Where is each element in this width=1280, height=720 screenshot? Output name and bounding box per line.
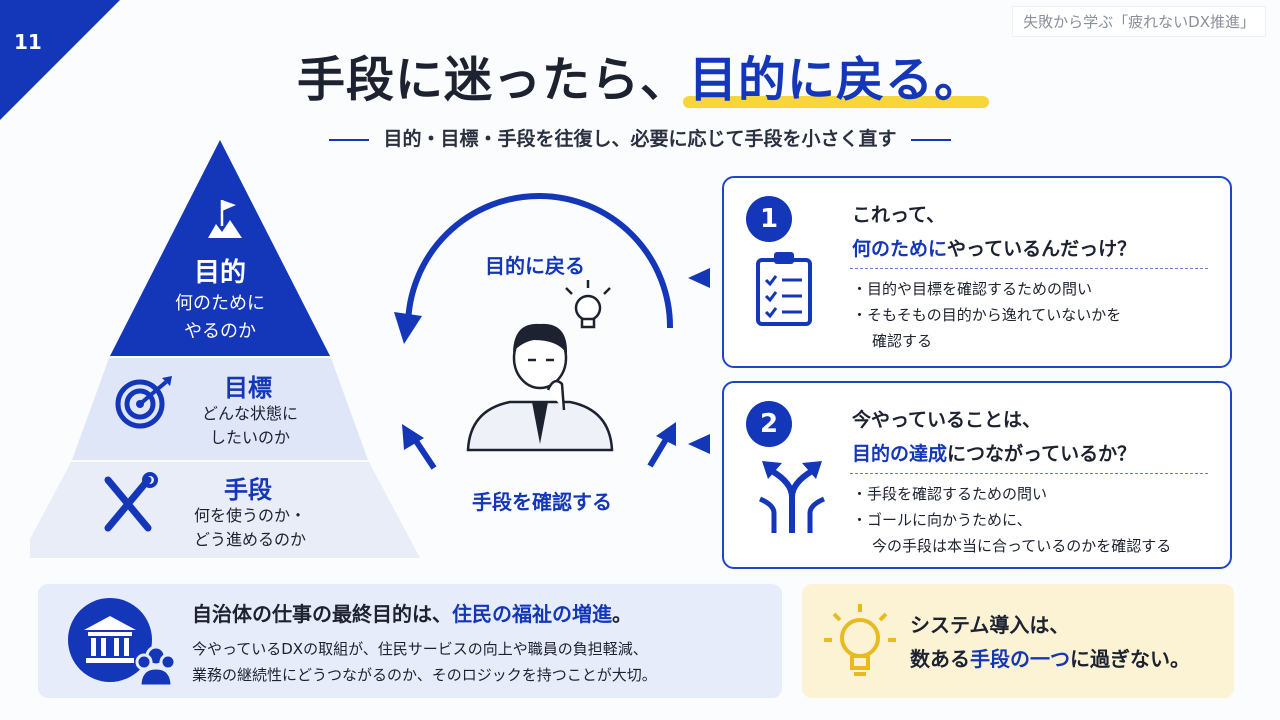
subtitle-dash-left — [329, 138, 370, 141]
system-note-after: に過ぎない。 — [1070, 647, 1190, 671]
pyramid-middle-heading: 目標 — [224, 374, 272, 402]
purpose-pyramid: 目的 何のために やるのか 目標 どんな状態に したいのか 手段 何を使うのか・… — [30, 140, 430, 565]
city-hall-residents-icon — [60, 596, 180, 692]
title-before: 手段に迷ったら、 — [296, 52, 689, 108]
return-arc — [405, 193, 674, 329]
card-bullets: 目的や目標を確認するための問い そもそもの目的から逸れていないかを 確認する — [852, 276, 1121, 354]
pyramid-top-heading: 目的 — [193, 258, 246, 288]
pyramid-top-tier — [110, 140, 330, 356]
question-card-2: 2 今やっていることは、 目的の達成につながっているか？ 手段を確認するための問… — [722, 381, 1232, 569]
left-up-arrowhead — [402, 424, 424, 450]
subtitle-text: 目的・目標・手段を往復し、必要に応じて手段を小さく直す — [383, 128, 897, 150]
system-note-text: システム導入は、 数ある手段の一つに過ぎない。 — [910, 608, 1190, 676]
system-note-box: システム導入は、 数ある手段の一つに過ぎない。 — [802, 584, 1234, 698]
card-bullet: そもそもの目的から逸れていないかを — [852, 302, 1121, 328]
pyramid-bottom-line2: どう進めるのか — [193, 530, 306, 549]
card-bullet: 手段を確認するための問い — [852, 481, 1171, 507]
right-up-arrowhead — [656, 422, 676, 446]
card-question-emphasis: 何のために — [852, 238, 948, 260]
card-number-badge: 1 — [746, 196, 792, 242]
card-number-badge: 2 — [746, 401, 792, 447]
card-bullet-continuation: 確認する — [872, 332, 933, 350]
card-question: これって、 何のためにやっているんだっけ？ — [852, 198, 1136, 266]
card-divider — [850, 473, 1208, 474]
pyramid-bottom-heading: 手段 — [224, 476, 272, 504]
page-title: 手段に迷ったら、目的に戻る。 — [0, 40, 1280, 110]
pyramid-bottom-description: 何を使うのか・ どう進めるのか — [170, 504, 330, 552]
final-purpose-heading-after: 。 — [612, 602, 632, 626]
question-card-1: 1 これって、 何のためにやっているんだっけ？ 目的や目標を確認するための問い … — [722, 176, 1232, 368]
card-bullet: ゴールに向かうために、 — [852, 507, 1171, 533]
cycle-diagram: 目的に戻る 手段を確認する — [370, 180, 720, 560]
checklist-icon — [754, 248, 814, 332]
system-note-line2: 数ある手段の一つに過ぎない。 — [910, 642, 1190, 676]
return-arrowhead — [394, 312, 422, 344]
pyramid-top-description: 何のために やるのか — [140, 290, 300, 346]
final-purpose-line2: 業務の継続性にどうつながるのか、そのロジックを持つことが大切。 — [192, 666, 657, 684]
card-question-line1: これって、 — [852, 204, 946, 226]
left-up-arrow-line — [411, 436, 437, 470]
final-purpose-emphasis: 住民の福祉の増進 — [452, 602, 612, 626]
final-purpose-line1: 今やっているDXの取組が、住民サービスの向上や職員の負担軽減、 — [192, 640, 648, 658]
target-arrow-icon — [115, 376, 172, 429]
cycle-bottom-label: 手段を確認する — [472, 490, 612, 514]
corner-triangle — [0, 0, 120, 120]
card-question-rest: につながっているか？ — [947, 443, 1137, 465]
pyramid-middle-description: どんな状態に したいのか — [180, 402, 320, 450]
page-number: 11 — [14, 30, 42, 54]
tools-icon — [104, 472, 158, 532]
subtitle: 目的・目標・手段を往復し、必要に応じて手段を小さく直す — [0, 124, 1280, 151]
system-note-emphasis: 手段の一つ — [970, 647, 1070, 671]
final-purpose-heading: 自治体の仕事の最終目的は、住民の福祉の増進。 — [192, 598, 632, 627]
system-note-before: 数ある — [910, 647, 970, 671]
final-purpose-heading-before: 自治体の仕事の最終目的は、 — [192, 602, 452, 626]
card-question: 今やっていることは、 目的の達成につながっているか？ — [852, 403, 1136, 471]
card-question-emphasis: 目的の達成 — [852, 443, 948, 465]
lightbulb-icon — [565, 280, 611, 329]
final-purpose-box: 自治体の仕事の最終目的は、住民の福祉の増進。 今やっているDXの取組が、住民サー… — [38, 584, 782, 698]
card-question-line1: 今やっていることは、 — [852, 409, 1042, 431]
card-question-rest: やっているんだっけ？ — [947, 238, 1137, 260]
system-note-line1: システム導入は、 — [910, 613, 1070, 637]
title-highlight: 目的に戻る。 — [682, 40, 990, 110]
pointer-to-card1 — [688, 268, 710, 288]
card-bullet-continuation: 今の手段は本当に合っているのかを確認する — [872, 537, 1172, 555]
right-up-arrow-line — [647, 434, 671, 468]
subtitle-dash-right — [910, 138, 951, 141]
series-title: 失敗から学ぶ「疲れないDX推進」 — [1012, 6, 1266, 37]
summit-flag-icon — [208, 200, 242, 238]
pyramid-middle-line1: どんな状態に — [201, 404, 298, 423]
pyramid-top-line2: やるのか — [184, 321, 256, 342]
card-question-line2: 目的の達成につながっているか？ — [852, 437, 1136, 471]
lightbulb-icon — [820, 598, 900, 688]
diverging-arrows-icon — [754, 453, 830, 537]
final-purpose-body: 今やっているDXの取組が、住民サービスの向上や職員の負担軽減、 業務の継続性にど… — [192, 636, 657, 688]
card-divider — [850, 268, 1208, 269]
card-bullet: 目的や目標を確認するための問い — [852, 276, 1121, 302]
card-question-line2: 何のためにやっているんだっけ？ — [852, 232, 1136, 266]
pyramid-bottom-tier — [30, 462, 420, 558]
thinking-person-icon — [466, 323, 614, 452]
pointer-to-card2 — [688, 434, 710, 454]
card-bullets: 手段を確認するための問い ゴールに向かうために、 今の手段は本当に合っているのか… — [852, 481, 1171, 559]
pyramid-bottom-line1: 何を使うのか・ — [193, 506, 306, 525]
pyramid-middle-line2: したいのか — [209, 428, 290, 447]
pyramid-top-line1: 何のために — [175, 293, 265, 314]
cycle-top-label: 目的に戻る — [485, 254, 585, 278]
